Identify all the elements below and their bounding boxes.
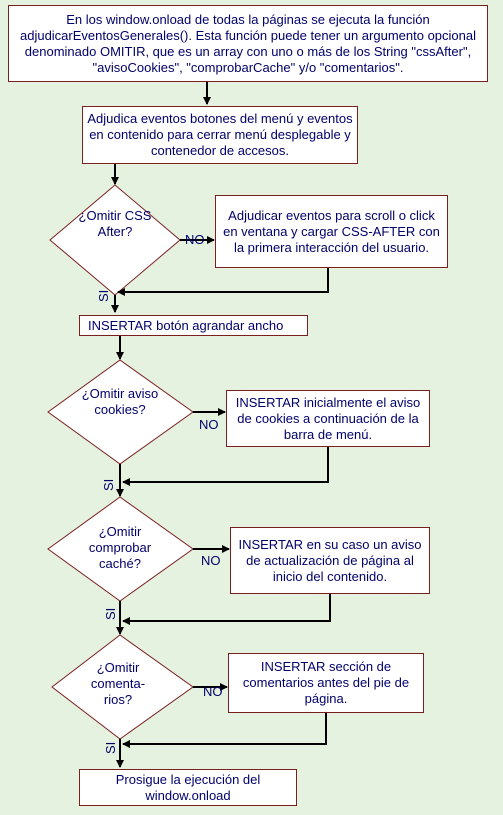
end-box: Prosigue la ejecución del window.onload (79, 769, 297, 806)
decision-cache-text: ¿Omitir comprobar caché? (88, 524, 152, 571)
no-label-cookies: NO (199, 417, 219, 432)
decision-diamond-css (49, 184, 181, 296)
yes-label-cookies: SI (101, 478, 116, 491)
action-css-box: Adjudicar eventos para scroll o click en… (215, 195, 448, 268)
no-label-comments: NO (203, 684, 223, 699)
action-comments-text: INSERTAR sección de comentarios antes de… (242, 659, 410, 706)
decision-comments-text: ¿Omitir comenta-rios? (90, 660, 146, 707)
yes-label-comments: SI (103, 741, 118, 754)
end-text: Prosigue la ejecución del window.onload (115, 771, 261, 803)
step-events-text: Adjudica eventos botones del menú y even… (87, 111, 353, 158)
step-insert-button-text: INSERTAR botón agrandar ancho (88, 317, 284, 333)
step-insert-button-box: INSERTAR botón agrandar ancho (79, 315, 308, 336)
action-cookies-text: INSERTAR inicialmente el aviso de cookie… (235, 394, 421, 442)
action-css-text: Adjudicar eventos para scroll o click en… (223, 207, 440, 255)
decision-cookies-text: ¿Omitir aviso cookies? (81, 386, 159, 417)
decision-css-text: ¿Omitir CSS After? (78, 208, 152, 239)
no-label-css: NO (185, 232, 205, 247)
yes-label-cache: SI (103, 607, 118, 620)
action-cache-text: INSERTAR en su caso un aviso de actualiz… (238, 536, 422, 584)
yes-label-css: SI (96, 289, 111, 302)
action-cache-box: INSERTAR en su caso un aviso de actualiz… (230, 527, 430, 594)
action-comments-box: INSERTAR sección de comentarios antes de… (228, 653, 424, 713)
start-box: En los window.onload de todas la páginas… (8, 5, 488, 82)
step-events-box: Adjudica eventos botones del menú y even… (82, 106, 358, 164)
no-label-cache: NO (201, 553, 221, 568)
start-text: En los window.onload de todas la páginas… (19, 11, 476, 75)
action-cookies-box: INSERTAR inicialmente el aviso de cookie… (226, 390, 430, 447)
